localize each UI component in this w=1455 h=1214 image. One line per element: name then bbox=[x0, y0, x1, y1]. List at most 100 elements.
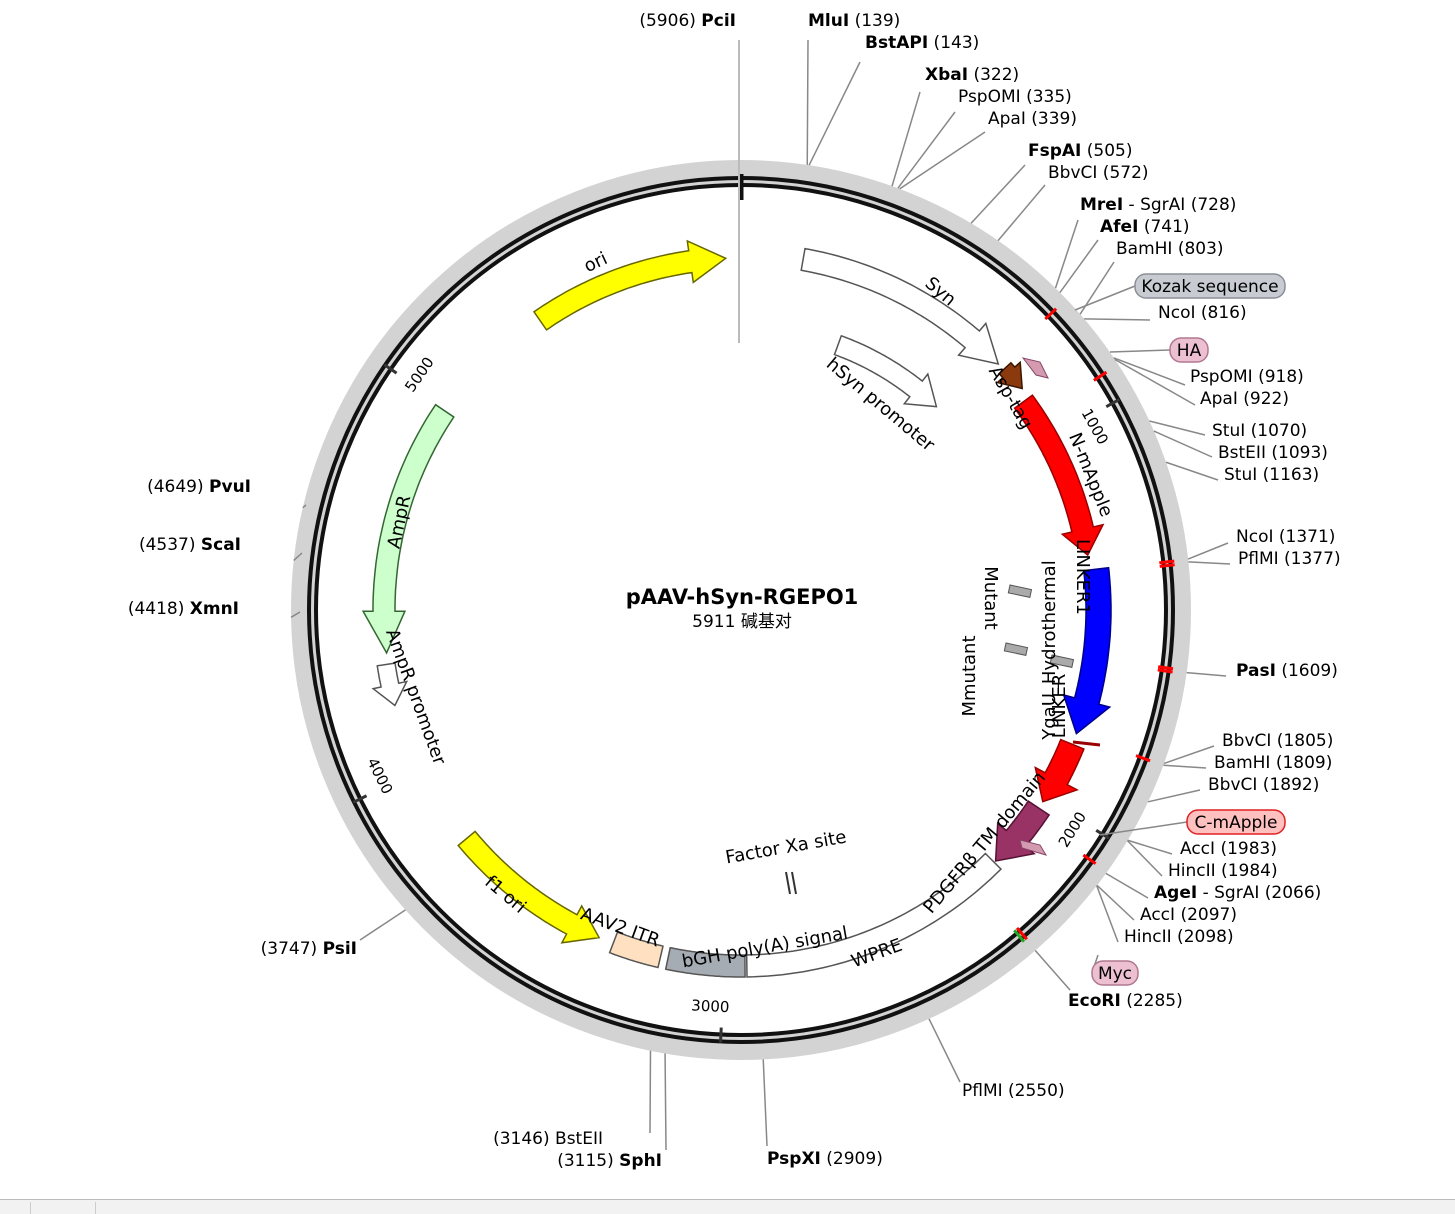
site-name: NcoI bbox=[1236, 527, 1273, 547]
site-label[interactable]: ApaI (339) bbox=[988, 109, 1077, 129]
site-label[interactable]: PflMI (2550) bbox=[962, 1081, 1065, 1101]
feature-syn[interactable] bbox=[801, 249, 998, 364]
site-label[interactable]: NcoI (816) bbox=[1158, 303, 1247, 323]
site-name: SphI bbox=[619, 1151, 662, 1171]
tick-label: 2000 bbox=[1055, 809, 1090, 851]
site-label[interactable]: NcoI (1371) bbox=[1236, 527, 1335, 547]
site-name: BbvCI bbox=[1208, 775, 1257, 795]
site-label[interactable]: BbvCI (1805) bbox=[1222, 731, 1333, 751]
site-label[interactable]: HincII (1984) bbox=[1168, 861, 1278, 881]
site-position: (3146) bbox=[493, 1129, 555, 1149]
site-name: PflMI bbox=[962, 1081, 1003, 1101]
site-label[interactable]: BstEII (1093) bbox=[1218, 443, 1328, 463]
feature-c-mapple[interactable] bbox=[1035, 740, 1084, 802]
site-name: PspXI bbox=[767, 1149, 821, 1169]
tag-myc-label: Myc bbox=[1098, 964, 1132, 984]
bottom-tab-1[interactable] bbox=[0, 1202, 31, 1214]
site-label[interactable]: AccI (2097) bbox=[1140, 905, 1237, 925]
site-label[interactable]: AfeI (741) bbox=[1100, 217, 1190, 237]
site-connector bbox=[998, 185, 1045, 241]
site-label[interactable]: (4418) XmnI bbox=[128, 599, 239, 619]
site-name: PspOMI bbox=[1190, 367, 1253, 387]
site-label[interactable]: XbaI (322) bbox=[925, 65, 1019, 85]
site-connector bbox=[809, 62, 860, 165]
site-label[interactable]: BamHI (1809) bbox=[1214, 753, 1332, 773]
site-position: (4537) bbox=[139, 535, 201, 555]
site-position: (3115) bbox=[557, 1151, 619, 1171]
site-name: PciI bbox=[701, 11, 736, 31]
site-position: (335) bbox=[1021, 87, 1072, 107]
site-position: (139) bbox=[849, 11, 900, 31]
site-label[interactable]: PspOMI (335) bbox=[958, 87, 1072, 107]
tag-kozak-label: Kozak sequence bbox=[1141, 277, 1278, 297]
site-connector bbox=[1188, 543, 1228, 559]
feature-label-linker1: LINKER1 bbox=[1072, 539, 1093, 615]
site-name: NcoI bbox=[1158, 303, 1195, 323]
site-position: (2097) bbox=[1175, 905, 1237, 925]
site-label[interactable]: BstAPI (143) bbox=[865, 33, 979, 53]
site-name: BamHI bbox=[1116, 239, 1172, 259]
mutant-bar bbox=[1004, 643, 1027, 655]
site-position: (3747) bbox=[261, 939, 323, 959]
site-label[interactable]: MreI - SgrAI (728) bbox=[1080, 195, 1236, 215]
site-label[interactable]: (3146) BstEII bbox=[493, 1129, 603, 1149]
site-position: (505) bbox=[1081, 141, 1132, 161]
site-label[interactable]: PflMI (1377) bbox=[1238, 549, 1341, 569]
site-connector bbox=[971, 165, 1025, 223]
site-connector bbox=[360, 910, 406, 940]
plasmid-name: pAAV-hSyn-RGEPO1 bbox=[626, 585, 859, 609]
site-position: (572) bbox=[1097, 163, 1148, 183]
site-position: (1809) bbox=[1270, 753, 1332, 773]
site-position: (741) bbox=[1138, 217, 1189, 237]
feature-label-mmutant: Mmutant bbox=[959, 635, 980, 716]
site-label[interactable]: MluI (139) bbox=[808, 11, 900, 31]
site-mark bbox=[1158, 670, 1173, 672]
site-label[interactable]: BamHI (803) bbox=[1116, 239, 1224, 259]
site-label[interactable]: PasI (1609) bbox=[1236, 661, 1338, 681]
site-position: (816) bbox=[1195, 303, 1246, 323]
site-label[interactable]: ApaI (922) bbox=[1200, 389, 1289, 409]
feature-f1-ori[interactable] bbox=[458, 831, 599, 942]
site-connector bbox=[900, 132, 985, 189]
site-label[interactable]: (4537) ScaI bbox=[139, 535, 241, 555]
feature-ori[interactable] bbox=[534, 241, 726, 330]
bottom-tab-bar bbox=[0, 1199, 1455, 1214]
site-position: (1983) bbox=[1215, 839, 1277, 859]
site-label[interactable]: (3115) SphI bbox=[557, 1151, 662, 1171]
site-label[interactable]: AccI (1983) bbox=[1180, 839, 1277, 859]
site-position: (922) bbox=[1238, 389, 1289, 409]
site-label[interactable]: PspXI (2909) bbox=[767, 1149, 883, 1169]
site-name: PflMI bbox=[1238, 549, 1279, 569]
site-label[interactable]: (5906) PciI bbox=[639, 11, 736, 31]
site-position: (2909) bbox=[821, 1149, 883, 1169]
site-name: BamHI bbox=[1214, 753, 1270, 773]
site-position: (2550) bbox=[1003, 1081, 1065, 1101]
site-label[interactable]: AgeI - SgrAI (2066) bbox=[1154, 883, 1321, 903]
bottom-tab-2[interactable] bbox=[31, 1202, 96, 1214]
site-name: ApaI bbox=[988, 109, 1026, 129]
site-label[interactable]: HincII (2098) bbox=[1124, 927, 1234, 947]
site-label[interactable]: PspOMI (918) bbox=[1190, 367, 1304, 387]
site-position: (1984) bbox=[1216, 861, 1278, 881]
site-position: (1163) bbox=[1257, 465, 1319, 485]
site-mark bbox=[1159, 561, 1174, 563]
site-label[interactable]: (4649) PvuI bbox=[147, 477, 251, 497]
site-label[interactable]: StuI (1070) bbox=[1212, 421, 1307, 441]
site-position: (143) bbox=[928, 33, 979, 53]
site-label[interactable]: StuI (1163) bbox=[1224, 465, 1319, 485]
ha-mark bbox=[1023, 358, 1048, 378]
site-label[interactable]: BbvCI (572) bbox=[1048, 163, 1149, 183]
factor-xa-mark bbox=[786, 872, 796, 894]
site-name: AccI bbox=[1140, 905, 1175, 925]
site-name: BbvCI bbox=[1222, 731, 1271, 751]
site-name: HincII bbox=[1168, 861, 1216, 881]
site-connector bbox=[1187, 673, 1226, 676]
site-label[interactable]: EcoRI (2285) bbox=[1068, 991, 1183, 1011]
site-connector bbox=[665, 1054, 666, 1150]
site-extra: - SgrAI bbox=[1197, 883, 1259, 903]
site-label[interactable]: FspAI (505) bbox=[1028, 141, 1133, 161]
site-label[interactable]: (3747) PsiI bbox=[261, 939, 357, 959]
site-mark bbox=[1160, 565, 1175, 567]
site-label[interactable]: BbvCI (1892) bbox=[1208, 775, 1319, 795]
site-position: (1093) bbox=[1266, 443, 1328, 463]
